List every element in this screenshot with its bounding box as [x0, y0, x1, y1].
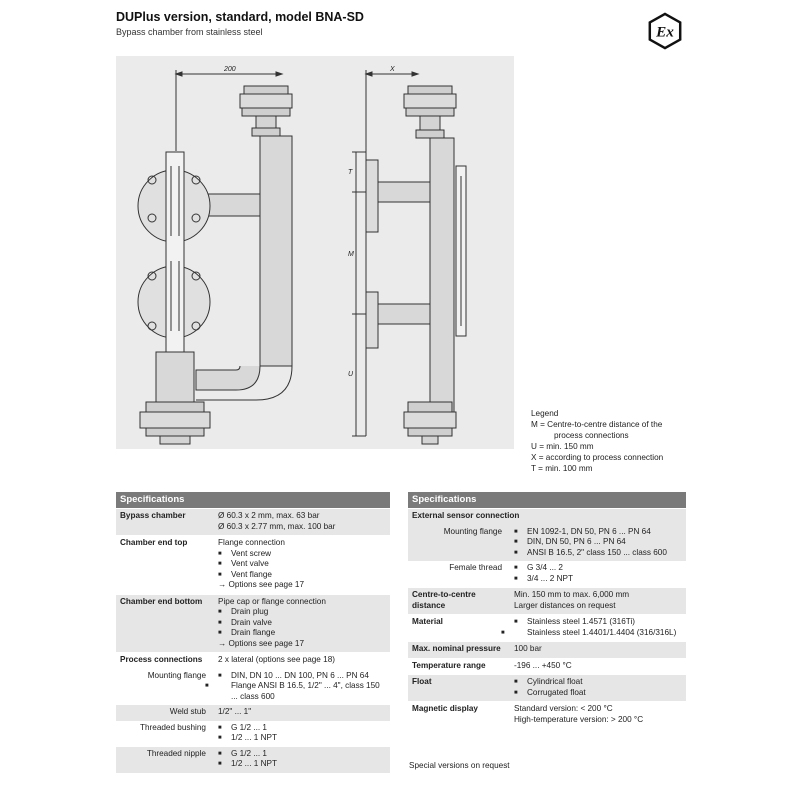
spec-row-female-thread: Female thread G 3/4 ... 2 3/4 ... 2 NPT [408, 561, 686, 588]
legend-title: Legend [531, 409, 559, 418]
spec-row-magnetic-display: Magnetic display Standard version: < 200… [408, 701, 686, 728]
ex-logo-text: Ex [655, 24, 674, 41]
page-subtitle: Bypass chamber from stainless steel [116, 27, 263, 37]
dimension-t-label: T [348, 169, 353, 176]
spec-row-external-sensor: External sensor connection [408, 508, 686, 525]
technical-drawing: 200 X T M U [116, 56, 514, 449]
spec-row-process-connections: Process connections 2 x lateral (options… [116, 652, 390, 669]
spec-sublabel: Threaded bushing [139, 722, 206, 732]
spec-row-centre-distance: Centre-to-centre distance Min. 150 mm to… [408, 587, 686, 615]
spec-value: DIN, DN 10 ... DN 100, PN 6 ... PN 64 Fl… [214, 669, 390, 706]
legend-item: M = Centre-to-centre distance of the [531, 420, 663, 429]
spec-label: Process connections [116, 652, 214, 669]
spec-row-threaded-nipple: Threaded nipple G 1/2 ... 1 1/2 ... 1 NP… [116, 746, 390, 773]
dimension-m-label: M [348, 251, 354, 258]
spec-row-mounting-flange: Mounting flange DIN, DN 10 ... DN 100, P… [116, 669, 390, 706]
legend-item: X = according to process connection [531, 453, 664, 462]
spec-value: EN 1092-1, DN 50, PN 6 ... PN 64 DIN, DN… [510, 525, 686, 562]
spec-value: G 1/2 ... 1 1/2 ... 1 NPT [214, 747, 390, 773]
dimension-200-label: 200 [223, 66, 236, 73]
legend-item: process connections [554, 431, 629, 440]
spec-sublabel: Female thread [449, 563, 502, 572]
dimension-x-label: X [389, 66, 395, 73]
special-versions-note: Special versions on request [409, 761, 510, 770]
spec-row-weld-stub: Weld stub 1/2" ... 1" [116, 705, 390, 721]
spec-value: Stainless steel 1.4571 (316Ti) Stainless… [510, 614, 686, 642]
spec-value: 2 x lateral (options see page 18) [214, 652, 390, 669]
spec-label: Float [408, 674, 510, 702]
spec-sublabel: Weld stub [169, 707, 206, 716]
spec-value: Pipe cap or flange connection Drain plug… [214, 593, 390, 653]
spec-value: 100 bar [510, 641, 686, 658]
spec-label: Max. nominal pressure [408, 641, 510, 658]
legend: Legend M = Centre-to-centre distance of … [531, 408, 663, 474]
spec-row-material: Material Stainless steel 1.4571 (316Ti) … [408, 614, 686, 642]
drawing-svg: 200 X T M U [137, 66, 467, 445]
legend-item: T = min. 100 mm [531, 464, 593, 473]
spec-value: Standard version: < 200 °C High-temperat… [510, 701, 686, 728]
spec-sublabel: Mounting flange [147, 670, 206, 680]
dimension-u-label: U [348, 371, 354, 378]
specifications-table-left: Specifications Bypass chamber Ø 60.3 x 2… [116, 492, 390, 773]
spec-header: Specifications [408, 492, 686, 508]
spec-label: Magnetic display [408, 701, 510, 728]
page-title: DUPlus version, standard, model BNA-SD [116, 10, 364, 24]
legend-item: U = min. 150 mm [531, 442, 594, 451]
spec-value: G 1/2 ... 1 1/2 ... 1 NPT [214, 721, 390, 747]
spec-row-threaded-bushing: Threaded bushing G 1/2 ... 1 1/2 ... 1 N… [116, 721, 390, 747]
ex-explosion-protection-logo: Ex [648, 12, 682, 50]
spec-label: Chamber end bottom [116, 593, 214, 653]
spec-row-chamber-end-bottom: Chamber end bottom Pipe cap or flange co… [116, 593, 390, 653]
spec-label: Chamber end top [116, 535, 214, 594]
spec-row-mounting-flange: Mounting flange EN 1092-1, DN 50, PN 6 .… [408, 524, 686, 562]
spec-row-bypass-chamber: Bypass chamber Ø 60.3 x 2 mm, max. 63 ba… [116, 508, 390, 536]
specifications-table-right: Specifications External sensor connectio… [408, 492, 686, 728]
spec-row-chamber-end-top: Chamber end top Flange connection Vent s… [116, 535, 390, 594]
spec-section-label: External sensor connection [408, 508, 686, 525]
spec-label: Temperature range [408, 657, 510, 675]
spec-value: -196 ... +450 °C [510, 657, 686, 675]
spec-value: Ø 60.3 x 2 mm, max. 63 bar Ø 60.3 x 2.77… [214, 508, 390, 536]
spec-label: Bypass chamber [116, 508, 214, 536]
spec-sublabel: Mounting flange [443, 526, 502, 536]
spec-header: Specifications [116, 492, 390, 508]
spec-value: Min. 150 mm to max. 6,000 mm Larger dist… [510, 587, 686, 615]
spec-value: G 3/4 ... 2 3/4 ... 2 NPT [510, 561, 686, 588]
spec-value: 1/2" ... 1" [218, 707, 252, 716]
spec-value: Flange connection Vent screw Vent valve … [214, 535, 390, 594]
spec-row-float: Float Cylindrical float Corrugated float [408, 674, 686, 702]
spec-row-temperature-range: Temperature range -196 ... +450 °C [408, 657, 686, 675]
spec-label: Centre-to-centre distance [408, 587, 510, 615]
spec-sublabel: Threaded nipple [146, 748, 206, 758]
spec-row-max-pressure: Max. nominal pressure 100 bar [408, 641, 686, 658]
spec-label: Material [408, 614, 510, 642]
spec-value: Cylindrical float Corrugated float [510, 674, 686, 702]
